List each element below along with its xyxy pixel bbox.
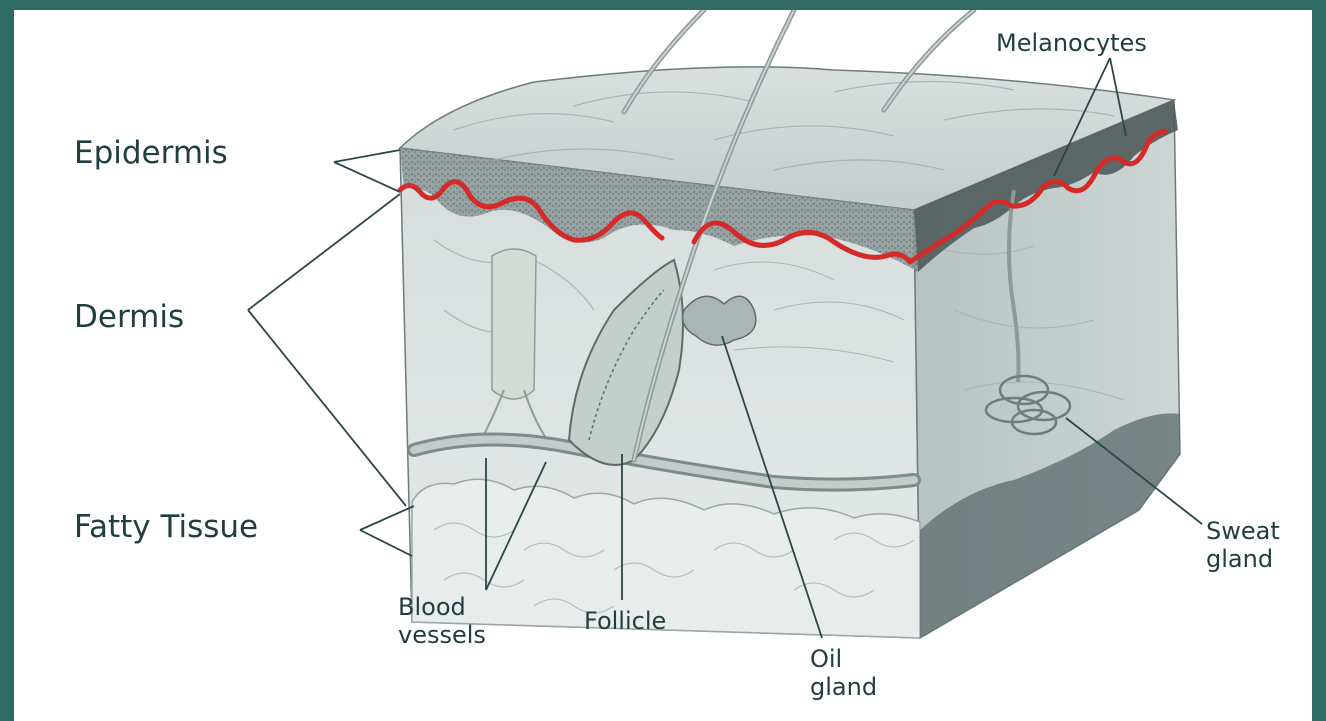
dermis-label: Dermis: [74, 300, 184, 336]
sweat-gland-label: Sweat gland: [1206, 518, 1280, 573]
melanocytes-label: Melanocytes: [996, 30, 1147, 58]
blood-vessel-loop: [492, 249, 536, 399]
sweat-gland-label-line-1: Sweat: [1206, 518, 1280, 546]
blood-vessels-label-line-2: vessels: [398, 622, 486, 650]
fatty-tissue-label: Fatty Tissue: [74, 510, 258, 546]
blood-vessels-label: Blood vessels: [398, 594, 486, 649]
oil-gland-label-line-2: gland: [810, 674, 877, 702]
follicle-label: Follicle: [584, 608, 666, 636]
epidermis-leader: [334, 150, 400, 192]
diagram-frame: Epidermis Dermis Fatty Tissue Melanocyte…: [14, 10, 1312, 721]
sweat-gland-label-line-2: gland: [1206, 546, 1280, 574]
oil-gland-label-line-1: Oil: [810, 646, 877, 674]
fatty-tissue-leader: [360, 506, 414, 556]
epidermis-label: Epidermis: [74, 136, 228, 172]
blood-vessels-label-line-1: Blood: [398, 594, 486, 622]
oil-gland-label: Oil gland: [810, 646, 877, 701]
dermis-leader: [248, 194, 406, 506]
